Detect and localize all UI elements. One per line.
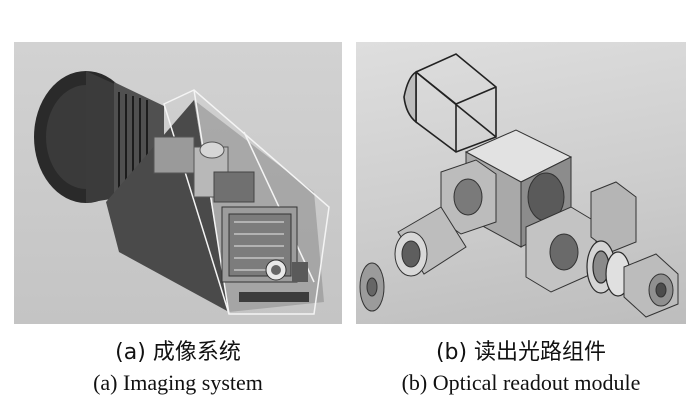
caption-b-english: (b) Optical readout module (401, 370, 641, 395)
caption-b-chinese: (b) 读出光路组件 (435, 340, 607, 365)
prism-cube (403, 53, 497, 153)
optical-readout-illustration (359, 53, 679, 318)
end-plate-left (359, 262, 385, 312)
bracket-module (440, 159, 497, 235)
imaging-system-render (14, 42, 342, 324)
end-flange-right (623, 253, 679, 318)
right-assembly (525, 181, 637, 293)
caption-a-chinese: (a) 成像系统 (115, 340, 241, 365)
lens-barrel (34, 71, 164, 203)
cylinder-lens (394, 206, 467, 277)
imaging-system-illustration (34, 71, 330, 315)
internal-components (153, 136, 309, 302)
optical-readout-module-render (356, 42, 686, 324)
caption-a-english: (a) Imaging system (93, 370, 263, 395)
